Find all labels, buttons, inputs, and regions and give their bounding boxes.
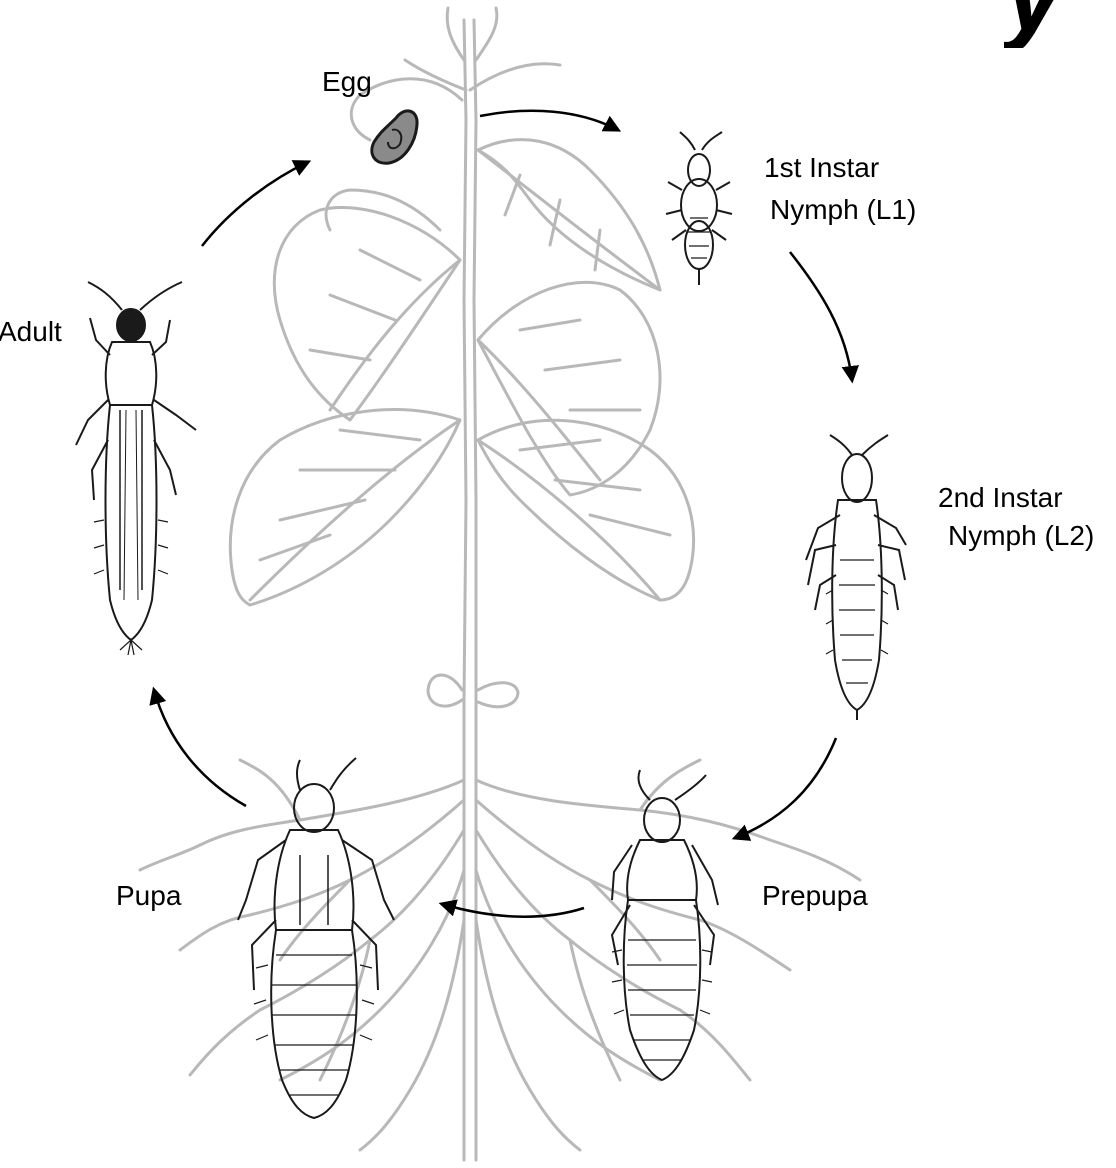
adult-thrips-illustration [76, 282, 196, 655]
arrow-egg-to-l1 [480, 111, 618, 130]
label-l2-line2: Nymph (L2) [948, 520, 1094, 552]
arrow-l2-to-prepupa [735, 738, 836, 838]
arrow-pupa-to-adult [154, 690, 246, 806]
label-pupa: Pupa [116, 880, 181, 912]
cycle-arrows [154, 111, 852, 917]
second-instar-nymph-illustration [806, 435, 906, 720]
label-l1-line1: 1st Instar [764, 152, 879, 184]
first-instar-nymph-illustration [666, 132, 732, 285]
label-prepupa: Prepupa [762, 880, 868, 912]
pupa-illustration [238, 758, 394, 1118]
label-l2-line1: 2nd Instar [938, 482, 1063, 514]
arrow-l1-to-l2 [790, 252, 852, 380]
title-fragment: y [1004, 0, 1065, 48]
egg-illustration [372, 111, 417, 163]
label-l1-line2: Nymph (L1) [770, 194, 916, 226]
arrow-adult-to-egg [202, 162, 308, 246]
plant-illustration [140, 8, 860, 1160]
label-adult: Adult [0, 316, 62, 348]
prepupa-illustration [612, 770, 718, 1080]
label-egg: Egg [322, 66, 372, 98]
